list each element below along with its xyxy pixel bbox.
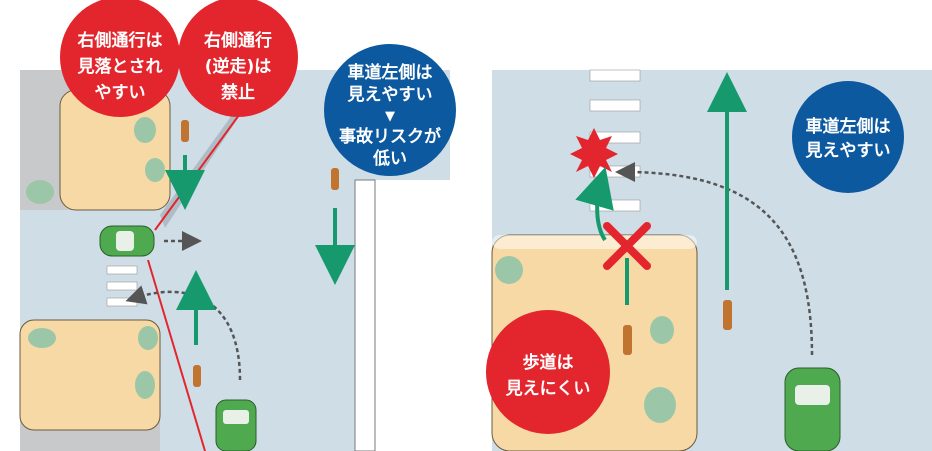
bubble-line: 見えやすい [805,141,891,161]
bubble-line: 右側通行 [204,30,272,51]
bubble-line: 低い [372,148,407,169]
left-right-curb [354,179,376,451]
bubble-sidewalk: 歩道は 見えにくい [486,310,610,434]
bubble-line: 右側通行は [78,30,163,51]
tree-icon [495,256,523,284]
bubble-line: 歩道は [523,352,574,373]
car-icon [99,225,155,257]
tree-icon [26,180,54,204]
prohibited-x-icon [603,222,651,270]
bubble-left-visible-right: 車道左側は 見えやすい [792,81,904,193]
collision-icon [570,128,618,178]
bubble-line: 見えやすい [347,85,433,105]
car-icon [215,399,257,451]
bubble-line: やすい [95,83,146,103]
bubble-line: 見落とされ [77,57,163,77]
bicycle-icon [623,325,632,355]
bubble-line: 事故リスクが [339,126,441,147]
tree-icon [28,328,56,348]
bubble-line: ▼ [385,109,395,124]
car-turn-path [615,162,814,356]
bubble-left-visible: 車道左側は 見えやすい ▼ 事故リスクが 低い [324,44,456,176]
tree-icon [644,387,676,423]
tree-icon [138,326,158,350]
bubble-line: 車道左側は [806,116,891,137]
bicycle-icon [723,300,732,330]
bicycle-icon [181,120,189,142]
bubble-line: (逆走)は [205,56,272,77]
tree-icon [134,117,156,143]
tree-icon [135,371,155,399]
bicycle-icon [193,365,201,387]
bubble-right-overlooked: 右側通行は 見落とされ やすい [60,0,180,117]
left-panel: 右側通行は 見落とされ やすい 右側通行 (逆走)は 禁止 車道左側は 見えやす… [19,0,456,451]
right-curb [492,235,697,249]
green-arrow-curve [575,166,614,242]
bicycle-icon [331,168,339,190]
bubble-line: 車道左側は [348,62,433,83]
bubble-line: 禁止 [221,82,255,103]
left-sidewalk-bottom [19,319,161,431]
bubble-line: 見えにくい [505,379,591,399]
right-panel: 歩道は 見えにくい 車道左側は 見えやすい [486,69,932,451]
tree-icon [650,316,674,344]
car-icon [784,367,841,451]
left-crosswalk [106,265,138,307]
tree-icon [145,158,165,182]
bubble-right-prohibited: 右側通行 (逆走)は 禁止 [178,0,298,117]
